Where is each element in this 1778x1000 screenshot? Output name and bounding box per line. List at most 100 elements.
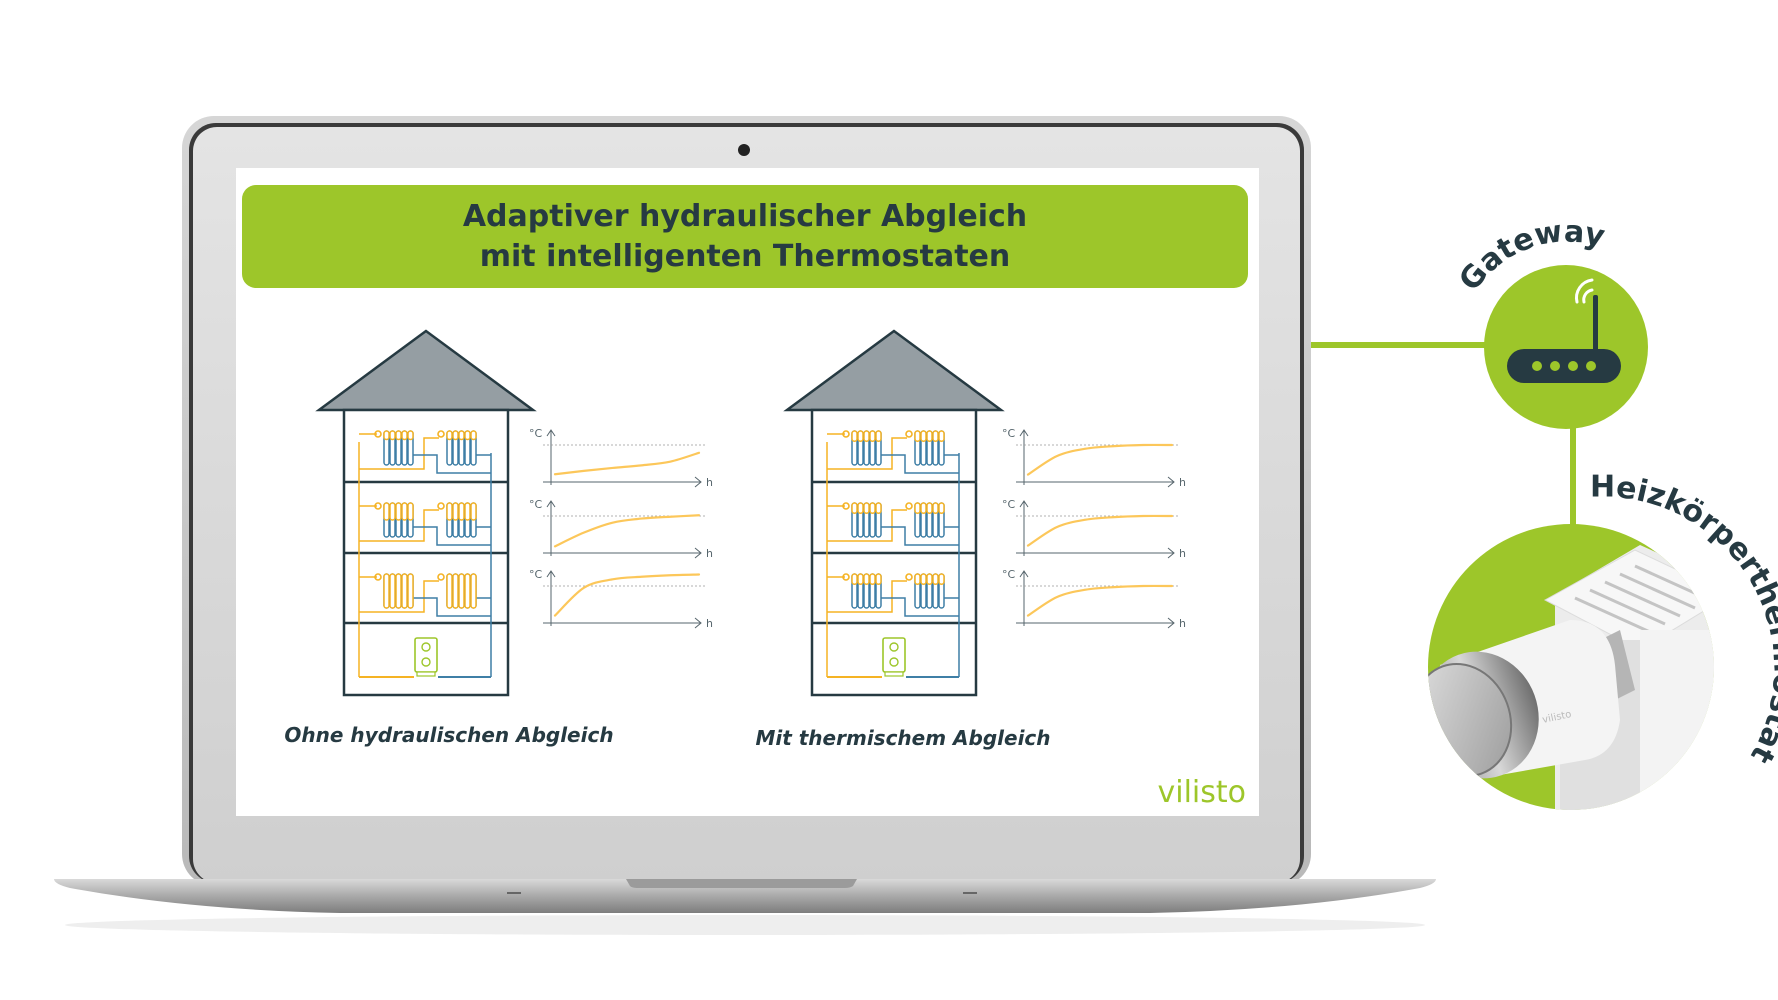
- radiator-tube-hot: [389, 502, 396, 521]
- x-axis-label: h: [706, 476, 713, 489]
- radiator-tube-hot: [920, 502, 927, 514]
- radiator-tube-hot: [401, 573, 408, 609]
- temperature-chart: °Ch: [529, 568, 713, 630]
- temperature-chart: °Ch: [529, 498, 713, 560]
- radiator-icon: [437, 502, 477, 538]
- radiator-tube-hot: [458, 573, 465, 609]
- return-pipe: [411, 454, 491, 474]
- radiator-icon: [842, 502, 882, 538]
- x-axis-label: h: [706, 617, 713, 630]
- supply-pipe: [827, 509, 907, 542]
- valve-icon: [437, 502, 445, 510]
- gateway-circle: [1484, 265, 1648, 429]
- x-axis-arrow: [1167, 617, 1175, 629]
- valve-icon: [905, 430, 913, 438]
- radiator-tube-hot: [851, 502, 858, 514]
- supply-pipe: [359, 437, 439, 470]
- radiator-tube-hot: [395, 502, 402, 521]
- radiator-tube-hot: [458, 430, 465, 441]
- slide: Adaptiver hydraulischer Abgleich mit int…: [242, 185, 1248, 810]
- system-diagram: Gateway vilisto Heizk: [1311, 214, 1778, 810]
- laptop-notch: [626, 879, 857, 888]
- laptop-base: [54, 879, 1436, 913]
- radiator-tube-hot: [851, 430, 858, 442]
- radiator-tube-hot: [914, 573, 921, 585]
- y-axis-arrow: [546, 570, 556, 578]
- temperature-chart: °Ch: [529, 427, 713, 489]
- radiator-tube-hot: [401, 430, 408, 441]
- y-axis-label: °C: [1002, 568, 1016, 581]
- radiator-tube-hot: [875, 573, 882, 585]
- x-axis-arrow: [694, 547, 702, 559]
- boiler-base: [416, 671, 436, 677]
- laptop-foot: [963, 892, 977, 894]
- radiator-tube-hot: [869, 430, 876, 442]
- radiator-tube-hot: [470, 430, 477, 441]
- x-axis-label: h: [1179, 547, 1186, 560]
- valve-icon: [374, 573, 382, 581]
- radiator-tube-hot: [926, 573, 933, 585]
- return-pipe: [879, 597, 959, 617]
- radiator-tube-hot: [464, 502, 471, 521]
- temperature-curve: [1026, 514, 1174, 547]
- valve-icon: [842, 573, 850, 581]
- radiator-tube-hot: [395, 430, 402, 441]
- temperature-charts-without-balancing: °Ch °Ch °Ch: [529, 427, 713, 630]
- valve-icon: [842, 430, 850, 438]
- boiler-icon: [414, 637, 438, 677]
- valve-icon: [905, 502, 913, 510]
- radiator-tube-hot: [857, 502, 864, 514]
- temperature-chart: °Ch: [1002, 498, 1186, 560]
- supply-pipe: [827, 437, 907, 470]
- y-axis-arrow: [546, 429, 556, 437]
- x-axis-arrow: [694, 617, 702, 629]
- supply-pipe: [359, 509, 439, 542]
- radiator-icon: [905, 573, 945, 609]
- return-pipe: [411, 526, 491, 546]
- y-axis-arrow: [1019, 500, 1029, 508]
- boiler-gauge: [889, 657, 899, 667]
- radiator-tube-hot: [470, 502, 477, 521]
- radiator-tube-hot: [446, 502, 453, 521]
- radiator-tube-hot: [452, 502, 459, 521]
- radiator-tube-hot: [869, 502, 876, 514]
- valve-icon: [374, 502, 382, 510]
- temperature-curve: [553, 451, 701, 476]
- radiator-tube-hot: [452, 430, 459, 441]
- title-banner: [242, 185, 1248, 288]
- temperature-curve: [1026, 443, 1174, 476]
- radiator-tube-hot: [464, 430, 471, 441]
- house-without-balancing: [315, 329, 537, 697]
- house-with-balancing: [783, 329, 1005, 697]
- valve-icon: [905, 573, 913, 581]
- radiator-icon: [374, 430, 414, 466]
- radiator-tube-hot: [407, 430, 414, 441]
- valve-icon: [437, 573, 445, 581]
- radiator-tube-hot: [401, 502, 408, 521]
- radiator-tube-hot: [470, 573, 477, 609]
- temperature-charts-with-balancing: °Ch°Ch°Ch: [1002, 427, 1186, 630]
- radiator-tube-hot: [383, 502, 390, 521]
- radiator-tube-hot: [863, 430, 870, 442]
- boiler-icon: [882, 637, 906, 677]
- laptop-shadow: [65, 915, 1425, 935]
- y-axis-arrow: [1019, 429, 1029, 437]
- radiator-tube-hot: [869, 573, 876, 585]
- radiator-tube-hot: [857, 430, 864, 442]
- radiator-tube-hot: [389, 573, 396, 609]
- boiler-gauge: [889, 642, 899, 652]
- camera-icon: [738, 144, 750, 156]
- boiler-base: [884, 671, 904, 677]
- radiator-tube-hot: [926, 430, 933, 442]
- boiler-gauge: [421, 657, 431, 667]
- y-axis-arrow: [1019, 570, 1029, 578]
- temperature-chart: °Ch: [1002, 427, 1186, 489]
- caption-right: Mit thermischem Abgleich: [755, 726, 1050, 750]
- temperature-curve: [1026, 584, 1174, 617]
- radiator-tube-hot: [389, 430, 396, 441]
- laptop-foot: [507, 892, 521, 894]
- title-line-2: mit intelligenten Thermostaten: [480, 239, 1011, 274]
- radiator-icon: [905, 430, 945, 466]
- radiator-tube-hot: [932, 430, 939, 442]
- x-axis-arrow: [1167, 547, 1175, 559]
